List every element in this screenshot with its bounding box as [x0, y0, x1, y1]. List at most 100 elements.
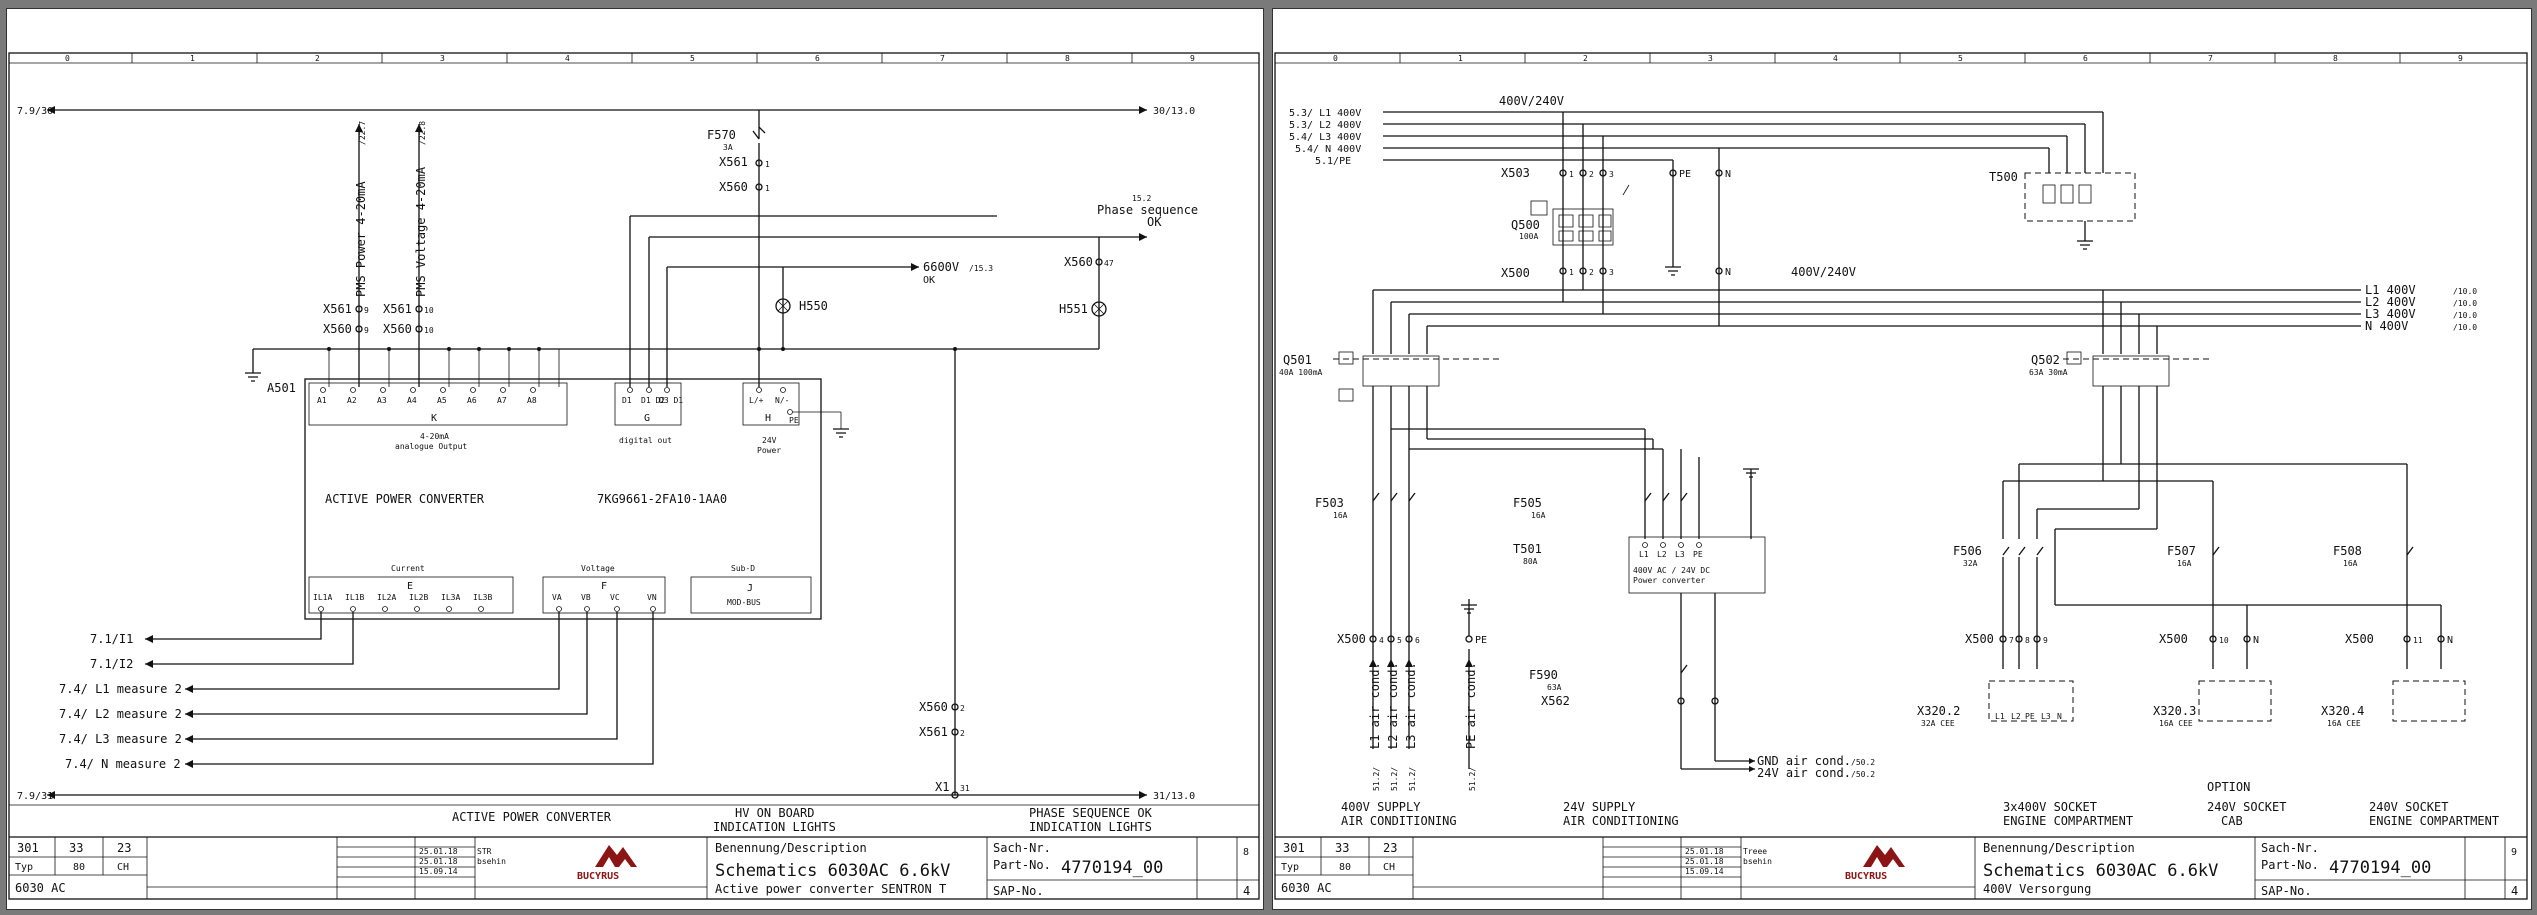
pin-label: 6	[1415, 636, 1420, 645]
transformer-t500-label: T500	[1989, 170, 2018, 184]
voltage-400-240-label: 400V/240V	[1499, 94, 1564, 108]
tb-code-3: 23	[1383, 841, 1397, 855]
converter-t501	[1628, 536, 1766, 594]
n-measure-label: 7.4/ N measure 2	[65, 757, 181, 771]
pin-label: A3	[377, 396, 387, 405]
terminal-x500-label: X500	[1501, 266, 1530, 280]
caption-engine-comp: ENGINE COMPARTMENT	[2003, 814, 2133, 828]
l3-measure-label: 7.4/ L3 measure 2	[59, 732, 182, 746]
tb-subtitle: 400V Versorgung	[1983, 882, 2091, 896]
pin-label: 2	[1589, 268, 1594, 277]
terminal-x561-label: X561	[383, 302, 412, 316]
pms-power-label: PMS Power 4-20mA	[354, 181, 368, 297]
ruler-label: 3	[1708, 54, 1713, 63]
socket-x320-2-rating: 32A CEE	[1921, 719, 1955, 728]
pin-label: 9	[364, 306, 369, 315]
caption-engine-comp: ENGINE COMPARTMENT	[2369, 814, 2499, 828]
tb-sach-label: Sach-Nr.	[993, 841, 1051, 855]
module-f	[542, 576, 666, 614]
air-cond-ref: 51.2/	[1390, 767, 1399, 791]
arrow-up-icon	[355, 124, 363, 132]
apc-part-number: 7KG9661-2FA10-1AA0	[597, 492, 727, 506]
caption-air-cond: AIR CONDITIONING	[1341, 814, 1457, 828]
pin-label: L/+	[749, 396, 764, 405]
column-ruler: 0 1 2 3 4 5 6 7 8 9	[9, 53, 1259, 64]
pin-label: 8	[2025, 636, 2030, 645]
terminal-x500-label: X500	[2345, 632, 2374, 646]
ruler-label: 4	[565, 54, 570, 63]
tb-date: 15.09.14	[419, 867, 458, 876]
terminal-x503-label: X503	[1501, 166, 1530, 180]
l1-in-label: 5.3/ L1 400V	[1289, 108, 1361, 119]
fuse-f590-label: F590	[1529, 668, 1558, 682]
terminal-x500-label: X500	[1337, 632, 1366, 646]
arrow-left-icon	[185, 735, 193, 743]
pin-label: 2	[960, 729, 965, 738]
arrow-right-icon	[1139, 233, 1147, 241]
n-out-label: N 400V	[2365, 319, 2408, 333]
ok-6600v-sub: OK	[923, 275, 935, 286]
air-cond-ref: 51.2/	[1408, 767, 1417, 791]
converter-t501-desc: Power converter	[1633, 576, 1705, 585]
title-block	[1275, 836, 2527, 899]
caption-3x400v-socket: 3x400V SOCKET	[2003, 800, 2097, 814]
ruler-label: 9	[1190, 54, 1195, 63]
device-a501-label: A501	[267, 381, 296, 395]
breaker-q501	[1362, 355, 1440, 387]
tb-description-heading: Benennung/Description	[1983, 841, 2135, 855]
n-label: N	[1725, 169, 1731, 180]
ruler-label: 2	[315, 54, 320, 63]
handle-icon	[2066, 351, 2082, 365]
tb-code-2: 33	[1335, 841, 1349, 855]
ruler-label: 7	[2208, 54, 2213, 63]
module-h	[742, 382, 800, 426]
fuse-f570-label: F570	[707, 128, 736, 142]
tb-date: 25.01.18	[419, 857, 458, 866]
terminal-x1-label: X1	[935, 780, 949, 794]
tb-date: 25.01.18	[1685, 857, 1724, 866]
pin-label: L3	[2041, 712, 2051, 721]
bus-30-ref-right: 30/13.0	[1153, 106, 1195, 117]
i1-label: 7.1/I1	[90, 632, 133, 646]
ground-icon	[2077, 240, 2093, 250]
module-k-letter: K	[431, 413, 437, 424]
tb-date: 25.01.18	[1685, 847, 1724, 856]
pin-label: VA	[552, 593, 562, 602]
handle-icon	[1338, 351, 1354, 365]
pms-voltage-label: PMS Voltage 4-20mA	[414, 166, 428, 297]
socket-x320-3-label: X320.3	[2153, 704, 2196, 718]
caption-air-cond: AIR CONDITIONING	[1563, 814, 1679, 828]
socket-x320-4	[2392, 680, 2466, 722]
air-cond-ref: 51.2/	[1372, 767, 1381, 791]
arrow-left-icon	[185, 710, 193, 718]
arrow-left-icon	[47, 106, 55, 114]
fuse-f570-rating: 3A	[723, 143, 733, 152]
module-h-desc: Power	[757, 446, 781, 455]
pms-power-ref: /22.7	[358, 121, 367, 145]
ruler-label: 1	[1458, 54, 1463, 63]
pin-label: A5	[437, 396, 447, 405]
fuse-f507-label: F507	[2167, 544, 2196, 558]
pms-voltage-ref: /22.8	[418, 121, 427, 145]
pin-label: VN	[647, 593, 657, 602]
socket-x320-4-label: X320.4	[2321, 704, 2364, 718]
fuse-switch-icon	[752, 126, 766, 140]
fuse-f508-label: F508	[2333, 544, 2362, 558]
caption-24v-supply: 24V SUPPLY	[1563, 800, 1636, 814]
arrow-left-icon	[185, 760, 193, 768]
pin-label: IL3B	[473, 593, 492, 602]
ruler-label: 9	[2458, 54, 2463, 63]
terminal-x560-label: X560	[1064, 255, 1093, 269]
caption-apc: ACTIVE POWER CONVERTER	[452, 810, 612, 824]
phase-sequence-ref: 15.2	[1132, 194, 1151, 203]
breaker-icon	[2212, 546, 2220, 556]
gnd-air-cond-label: GND air cond.	[1757, 754, 1851, 768]
bus-31-ref-right: 31/13.0	[1153, 791, 1195, 802]
module-e	[308, 576, 514, 614]
arrow-up-icon	[415, 124, 423, 132]
pin-label: 4	[1379, 636, 1384, 645]
terminal-x500-label: X500	[1965, 632, 1994, 646]
pin-label: 31	[960, 784, 970, 793]
module-k-desc: analogue Output	[395, 442, 467, 451]
caption-ps-1: PHASE SEQUENCE OK	[1029, 806, 1153, 820]
